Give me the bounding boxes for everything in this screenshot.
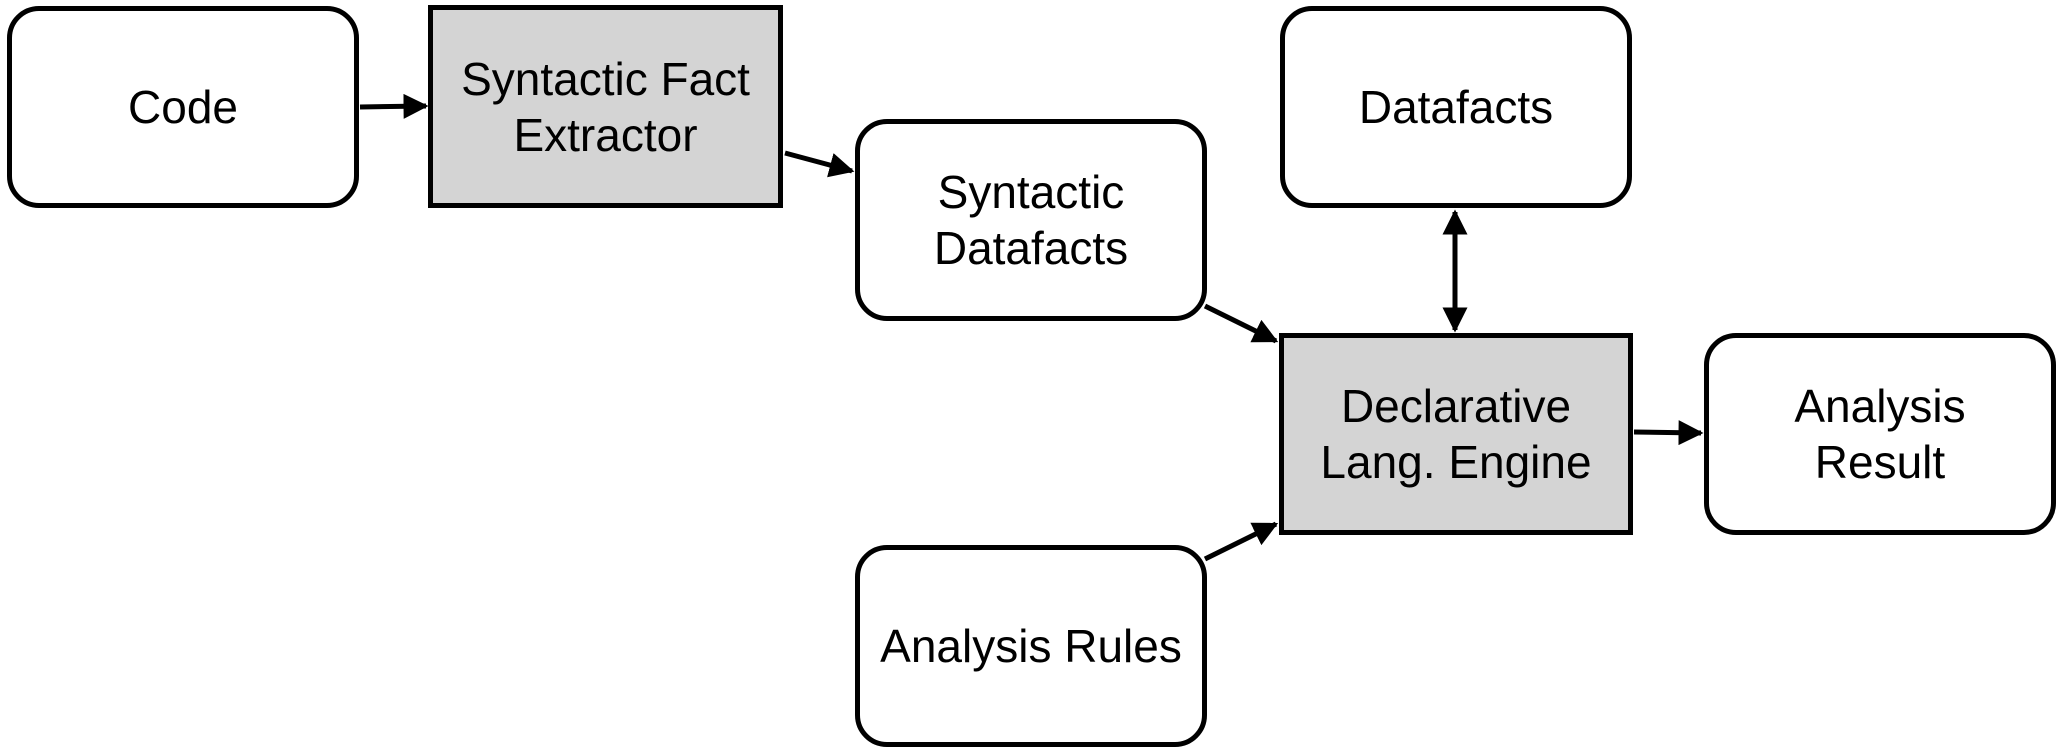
edge-syntactic-datafacts-to-engine [1203, 303, 1279, 344]
node-code-label: Code [128, 81, 238, 133]
node-datafacts: Datafacts [1280, 6, 1632, 208]
node-syntactic-datafacts-label-line-1: Syntactic [937, 166, 1125, 218]
node-analysis-rules: Analysis Rules [855, 545, 1207, 747]
node-extractor-label-line-2: Extractor [513, 108, 698, 161]
node-code: Code [7, 6, 359, 208]
node-extractor-label-line-1: Syntactic Fact [461, 52, 750, 105]
node-analysis-result: Analysis Result [1704, 333, 2056, 535]
node-engine-label-line-2: Lang. Engine [1320, 436, 1592, 488]
edge-extractor-to-syntactic-datafacts [784, 150, 855, 178]
node-datafacts-label: Datafacts [1358, 81, 1554, 133]
node-syntactic-datafacts-label-line-2: Datafacts [933, 222, 1129, 274]
node-rules-label: Analysis Rules [880, 620, 1182, 672]
node-declarative-lang-engine: Declarative Lang. Engine [1279, 333, 1633, 535]
node-engine-label-line-1: Declarative [1340, 380, 1572, 432]
node-syntactic-datafacts: Syntactic Datafacts [855, 119, 1207, 321]
edge-engine-to-result [1633, 420, 1704, 446]
edge-rules-to-engine [1203, 521, 1279, 562]
node-syntactic-fact-extractor: Syntactic Fact Extractor [428, 5, 783, 208]
edge-code-to-extractor [359, 93, 429, 119]
node-result-label-line-1: Analysis [1794, 380, 1966, 432]
node-result-label-line-2: Result [1814, 436, 1946, 488]
